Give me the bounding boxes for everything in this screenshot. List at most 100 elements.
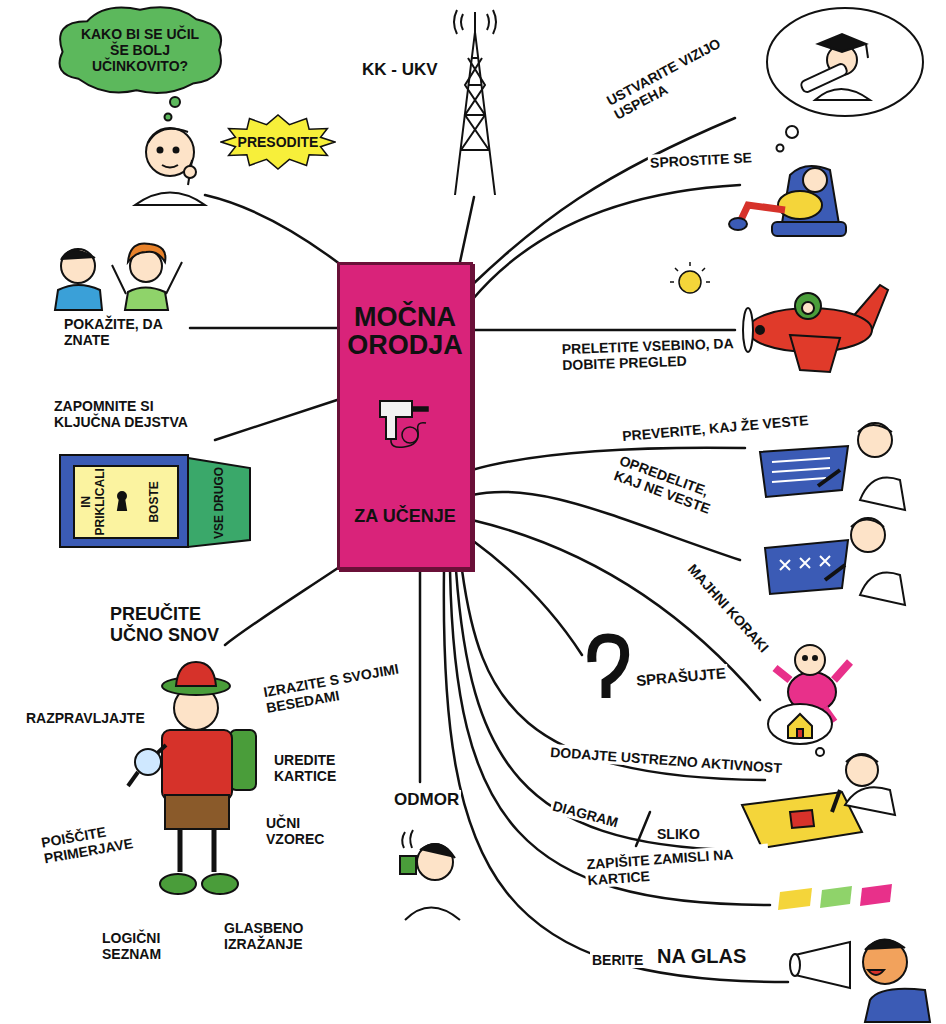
thinking-man-part	[184, 166, 196, 178]
airplane-part	[802, 302, 814, 314]
writing-man-part	[825, 565, 845, 580]
door-part	[188, 458, 250, 547]
drill-bit	[412, 407, 428, 411]
radio-tower-part	[474, 12, 476, 32]
branch-label: IZRAZITE S SVOJIMI BESEDAMI	[260, 660, 407, 717]
relaxing-man-part	[772, 222, 846, 236]
central-title: MOČNA ORODJA	[340, 303, 470, 360]
two-people-part	[125, 288, 168, 311]
branch-lines-part	[636, 812, 650, 846]
baby-part	[795, 645, 825, 675]
idea-cards-part	[820, 886, 852, 908]
star-shape	[221, 115, 335, 169]
megaphone-man-part	[865, 939, 905, 950]
resting-man	[400, 830, 460, 920]
branch-label: MAJHNI KORAKI	[683, 559, 773, 657]
baby-part	[813, 656, 817, 660]
thinking-man-part	[162, 165, 178, 168]
megaphone-man-part	[863, 940, 907, 984]
megaphone-man-part	[790, 954, 800, 976]
thinking-man-part	[165, 114, 172, 121]
branch-label: DIAGRAM	[549, 797, 622, 831]
writing-man-part	[772, 458, 830, 482]
branch-label: USTVARITE VIZIJO USPEHA	[602, 18, 762, 123]
branch-lines-part	[225, 560, 350, 645]
resting-man-part	[420, 844, 455, 858]
branch-lines-part	[472, 540, 582, 655]
branch-label: PREUČITE UČNO SNOV	[108, 604, 222, 645]
writing-man-part	[858, 425, 892, 432]
airplane-part	[743, 308, 753, 352]
door-part	[60, 455, 188, 547]
drill-icon	[370, 383, 440, 453]
drawing-person-part	[788, 714, 812, 738]
branch-lines-part	[472, 329, 735, 332]
explorer-part	[176, 662, 216, 686]
branch-label: NA GLAS	[655, 945, 748, 968]
starburst-text: PRESODITE	[238, 134, 319, 150]
door	[60, 455, 250, 547]
branch-label: PRELETITE VSEBINO, DA DOBITE PREGLED	[559, 335, 739, 373]
branch-label: SPRAŠUJTE	[633, 664, 728, 689]
explorer-part	[128, 772, 138, 786]
drawing-person-part	[768, 704, 832, 744]
relaxing-man-part	[778, 191, 822, 219]
branch-lines-part	[450, 570, 770, 905]
writing-man-part	[818, 470, 840, 486]
vision-cloud-part	[800, 62, 849, 93]
branch-label: POKAŽITE, DA ZNATE	[62, 316, 186, 348]
megaphone-man	[790, 939, 930, 1022]
vision-cloud-part	[777, 145, 784, 152]
airplane-part	[790, 335, 840, 372]
branch-label: ODMOR	[392, 790, 461, 810]
branch-lines-part	[472, 185, 740, 300]
thinking-man-part	[158, 148, 163, 153]
airplane-part	[756, 326, 764, 334]
sun	[670, 262, 710, 293]
branch-label: GLASBENO IZRAŽANJE	[222, 920, 336, 952]
branch-label: LOGIČNI SEZNAM	[100, 930, 184, 962]
explorer-part	[160, 874, 196, 894]
branch-label: POIŠČITE PRIMERJAVE	[38, 817, 146, 867]
megaphone-man-part	[865, 989, 930, 1022]
branch-label: UČNI VZOREC	[264, 815, 328, 847]
airplane	[743, 285, 888, 372]
thinking-man-part	[135, 193, 205, 206]
thought-cloud: KAKO BI SE UČIL ŠE BOLJ UČINKOVITO?	[52, 2, 228, 98]
branch-lines-part	[215, 400, 337, 440]
branch-lines-part	[205, 195, 345, 268]
branch-label: ZAPIŠITE ZAMISLI NA KARTICE	[584, 844, 770, 889]
drawing-person-part	[832, 790, 840, 812]
door-part	[118, 498, 126, 510]
vision-cloud-part	[815, 89, 870, 100]
idea-cards	[778, 884, 892, 910]
branch-label: SPROSTITE SE	[648, 149, 755, 171]
radio-tower-part	[461, 58, 489, 150]
drawing-person-part	[816, 748, 824, 756]
radio-tower-part	[454, 10, 496, 34]
central-box: MOČNA ORODJAZA UČENJE	[337, 262, 473, 570]
two-people	[55, 243, 182, 310]
writing-man-part	[765, 540, 848, 594]
relaxing-man-part	[740, 205, 785, 222]
writing-man	[760, 423, 905, 510]
idea-cards-part	[860, 884, 892, 906]
sun-part	[679, 271, 701, 293]
question-symbol-part	[592, 638, 625, 698]
door-label: BOSTE	[148, 479, 162, 524]
drawing-person	[742, 704, 895, 848]
radio-tower-part	[461, 58, 489, 150]
branch-lines-part	[456, 570, 735, 850]
vision-cloud-part	[818, 34, 866, 52]
branch-label: ZAPOMNITE SI KLJUČNA DEJSTVA	[52, 398, 206, 430]
branch-label: RAZPRAVLJAJTE	[24, 710, 147, 726]
branch-label: OPREDELITE, KAJ NE VESTE	[610, 451, 728, 520]
writing-man-part	[860, 573, 905, 606]
cloud-text: KAKO BI SE UČIL ŠE BOLJ UČINKOVITO?	[72, 26, 208, 74]
explorer-part	[135, 749, 161, 775]
writing-man-part	[860, 478, 905, 511]
writing-man	[765, 518, 905, 605]
resting-man-part	[400, 856, 416, 874]
thinking-man	[135, 97, 205, 205]
